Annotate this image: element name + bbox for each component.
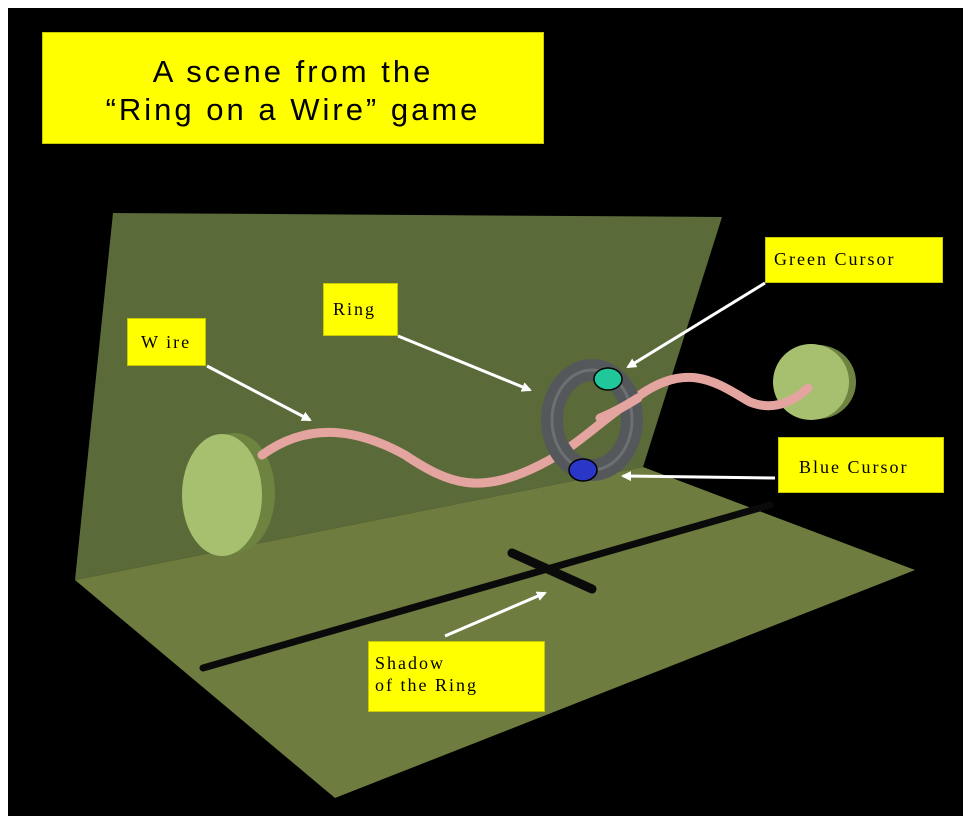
shadow-arrow	[444, 591, 547, 638]
blue-cursor-label: Blue Cursor	[778, 437, 944, 493]
shadow-label-line-2: of the Ring	[375, 675, 478, 695]
green-cursor-arrow	[626, 281, 766, 369]
left-disc	[182, 434, 262, 556]
shadow-label-line-1: Shadow	[375, 653, 445, 673]
title-banner: A scene from the “Ring on a Wire” game	[42, 32, 544, 144]
blue-cursor-label-text: Blue Cursor	[799, 457, 909, 477]
title-line-1: A scene from the	[152, 54, 434, 89]
green-cursor-label: Green Cursor	[765, 237, 943, 283]
blue-cursor[interactable]	[568, 458, 598, 482]
title-line-2: “Ring on a Wire” game	[105, 92, 481, 127]
ring-shadow	[507, 548, 597, 594]
ring-arrow	[397, 334, 532, 392]
green-cursor-label-text: Green Cursor	[774, 249, 896, 269]
wire-label: W ire	[127, 318, 206, 366]
wire-front-segment	[595, 393, 643, 423]
wire-shadow	[199, 501, 774, 672]
wire-label-text: W ire	[141, 332, 192, 352]
right-disc	[773, 344, 849, 420]
ring-label-text: Ring	[333, 299, 377, 319]
wire-arrow	[206, 364, 312, 422]
green-cursor[interactable]	[593, 367, 623, 391]
ring-label: Ring	[323, 283, 398, 336]
floor	[75, 467, 915, 798]
wire	[257, 372, 813, 488]
blue-cursor-arrow	[621, 471, 776, 482]
shadow-label: Shadow of the Ring	[368, 641, 545, 712]
